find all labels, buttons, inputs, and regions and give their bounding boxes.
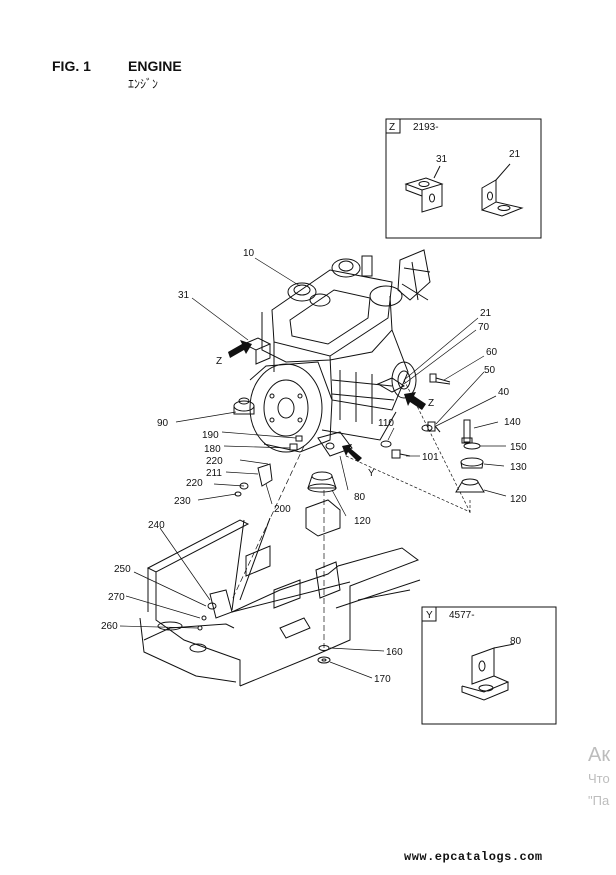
inset-y-tag: Y bbox=[426, 610, 433, 621]
site-footer-link[interactable]: www.epcatalogs.com bbox=[404, 850, 543, 864]
watermark-line-2: Что bbox=[588, 771, 610, 786]
view-mark-y: Y bbox=[368, 468, 375, 479]
watermark-line-3: "Па bbox=[588, 793, 610, 808]
inset-z-code: 2193- bbox=[413, 122, 439, 133]
callout-120-right: 120 bbox=[510, 494, 527, 505]
figure-number: FIG. 1 bbox=[52, 58, 91, 74]
view-mark-z-left: Z bbox=[216, 356, 222, 367]
callout-90: 90 bbox=[157, 418, 169, 429]
arrow-y-icon bbox=[342, 444, 362, 462]
callout-260: 260 bbox=[101, 621, 118, 632]
frame-drawing bbox=[139, 499, 421, 687]
callout-101: 101 bbox=[422, 452, 439, 463]
arrow-z-right-icon bbox=[404, 392, 426, 410]
inset-z-label-21: 21 bbox=[509, 149, 521, 160]
callout-110: 110 bbox=[378, 418, 394, 429]
bracket-31-drawing bbox=[404, 165, 444, 213]
callout-200: 200 bbox=[274, 504, 291, 515]
inset-y-code: 4577- bbox=[449, 610, 475, 621]
leader-lines bbox=[119, 257, 507, 679]
callout-21: 21 bbox=[480, 308, 492, 319]
view-arrows bbox=[228, 340, 426, 462]
engine-drawing bbox=[233, 249, 431, 457]
callout-220-upper: 220 bbox=[206, 456, 223, 467]
bracket-80-drawing bbox=[461, 643, 515, 701]
inset-z-label-31: 31 bbox=[436, 154, 448, 165]
inset-z-tag: Z bbox=[389, 122, 395, 133]
callout-220-lower: 220 bbox=[186, 478, 203, 489]
watermark-line-1: Ак bbox=[588, 744, 611, 766]
callout-70: 70 bbox=[478, 322, 490, 333]
callout-160: 160 bbox=[386, 647, 403, 658]
callout-60: 60 bbox=[486, 347, 498, 358]
inset-z-box: Z 2193- 31 21 bbox=[385, 118, 542, 239]
callout-10: 10 bbox=[243, 248, 255, 259]
callout-270: 270 bbox=[108, 592, 125, 603]
callout-140: 140 bbox=[504, 417, 521, 428]
callout-50: 50 bbox=[484, 365, 496, 376]
inset-y-box: Y 4577- 80 bbox=[421, 606, 557, 725]
hardware-drawing bbox=[234, 373, 485, 497]
callout-240: 240 bbox=[148, 520, 165, 531]
bracket-21-drawing bbox=[481, 163, 524, 217]
callout-190: 190 bbox=[202, 430, 219, 441]
callout-labels: 10 31 21 70 60 50 40 140 150 130 120 110… bbox=[101, 248, 527, 685]
callout-31: 31 bbox=[178, 290, 190, 301]
figure-subtitle-katakana: ｴﾝｼﾞﾝ bbox=[128, 77, 159, 91]
callout-230: 230 bbox=[174, 496, 191, 507]
callout-80: 80 bbox=[354, 492, 366, 503]
callout-150: 150 bbox=[510, 442, 527, 453]
callout-170: 170 bbox=[374, 674, 391, 685]
callout-130: 130 bbox=[510, 462, 527, 473]
callout-211: 211 bbox=[206, 468, 222, 479]
view-mark-z-right: Z bbox=[428, 398, 434, 409]
callout-120-lower: 120 bbox=[354, 516, 371, 527]
figure-title: ENGINE bbox=[128, 58, 182, 74]
callout-40: 40 bbox=[498, 387, 510, 398]
watermark-overlay: Ак Что "Па bbox=[588, 742, 610, 812]
callout-180: 180 bbox=[204, 444, 221, 455]
inset-y-label-80: 80 bbox=[510, 636, 522, 647]
arrow-z-left-icon bbox=[228, 340, 252, 358]
callout-250: 250 bbox=[114, 564, 131, 575]
